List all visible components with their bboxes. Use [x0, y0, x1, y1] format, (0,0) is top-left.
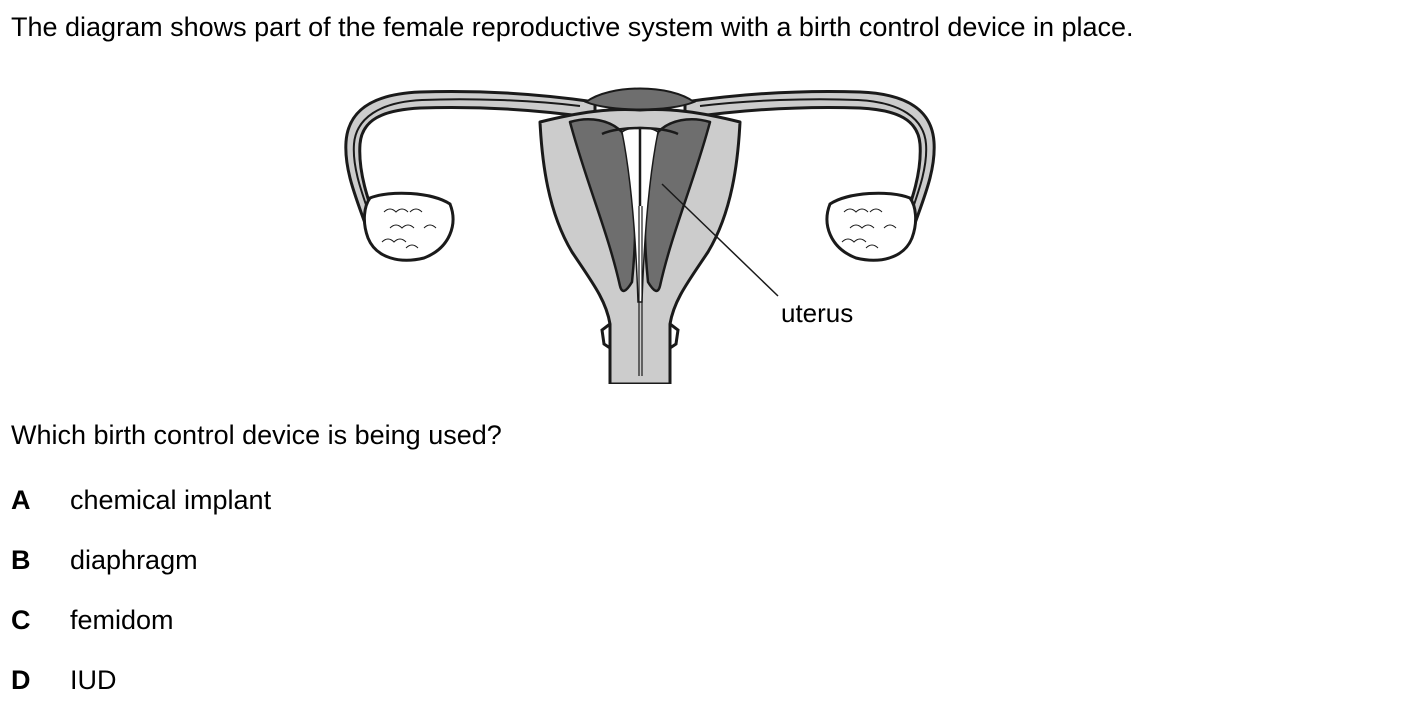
right-ovary	[825, 191, 918, 262]
option-text: diaphragm	[70, 545, 198, 575]
right-fallopian-tube-inner	[699, 98, 928, 229]
uterus-label-line	[661, 183, 779, 297]
option-letter: D	[11, 665, 31, 695]
uterus-label: uterus	[781, 298, 853, 328]
cervix-right	[669, 322, 680, 350]
option-text: IUD	[70, 665, 117, 695]
left-fallopian-tube-inner	[352, 98, 581, 229]
uterus-top-band	[583, 87, 697, 111]
question-prompt: Which birth control device is being used…	[11, 420, 502, 450]
reproductive-system-diagram: uterus	[340, 72, 940, 384]
left-ovary	[362, 191, 455, 262]
cervix-left	[600, 322, 611, 350]
question-intro: The diagram shows part of the female rep…	[11, 12, 1134, 42]
option-text: femidom	[70, 605, 174, 635]
option-text: chemical implant	[70, 485, 272, 515]
option-letter: B	[11, 545, 31, 575]
option-letter: A	[11, 485, 31, 515]
option-letter: C	[11, 605, 31, 635]
